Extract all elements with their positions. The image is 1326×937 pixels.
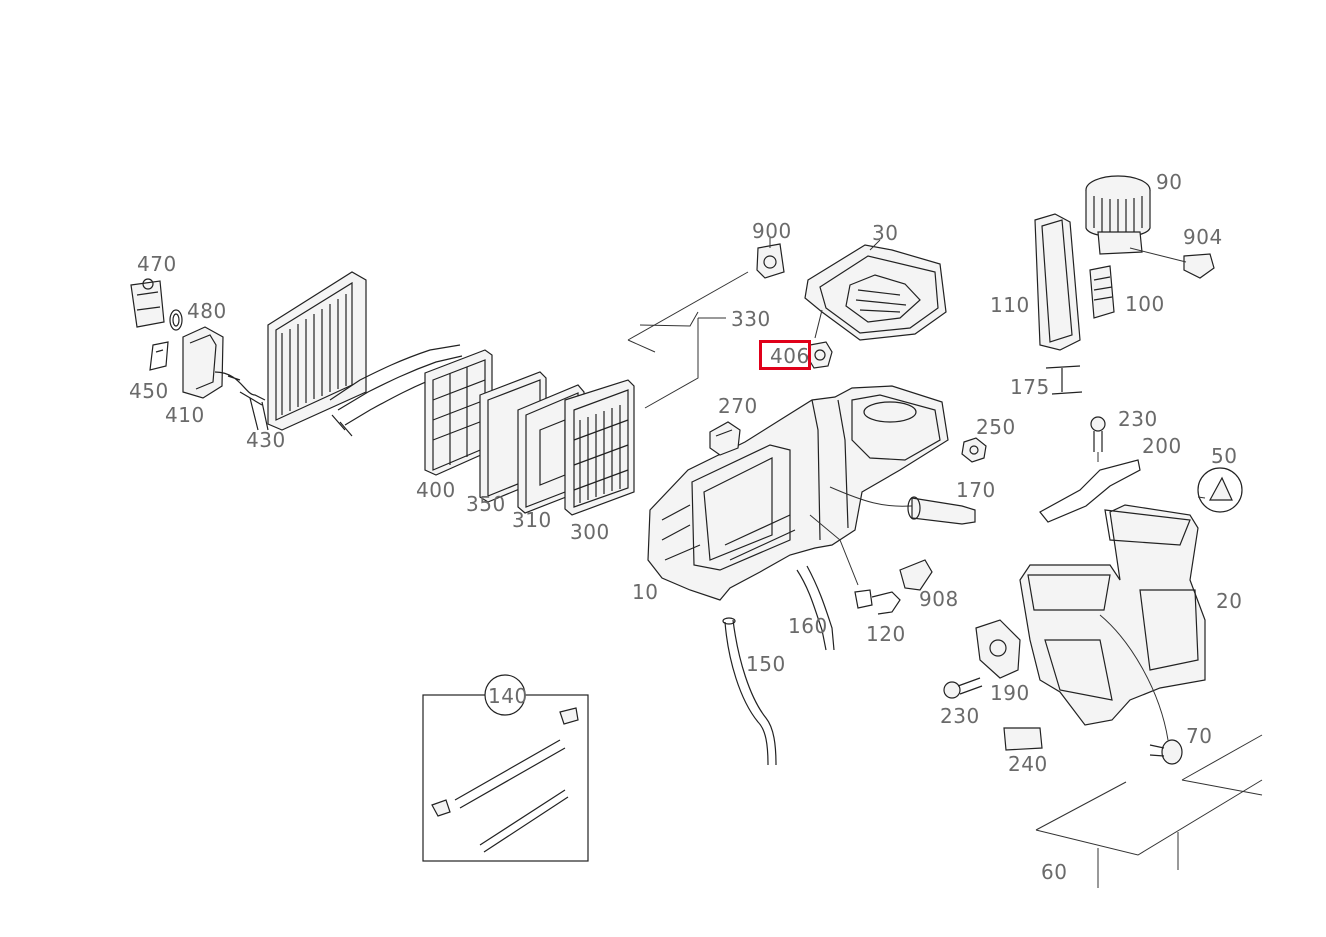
part-label-140[interactable]: 140 bbox=[488, 684, 528, 708]
part-label-450[interactable]: 450 bbox=[129, 379, 169, 403]
part-label-120[interactable]: 120 bbox=[866, 622, 906, 646]
seal-50 bbox=[1197, 467, 1243, 513]
housing-20 bbox=[1019, 504, 1206, 741]
part-label-300[interactable]: 300 bbox=[570, 520, 610, 544]
screw-230-top bbox=[1090, 416, 1106, 452]
filter-element-300 bbox=[564, 379, 635, 516]
harness-200 bbox=[1039, 459, 1141, 523]
insulation-410 bbox=[182, 326, 224, 399]
clip-70 bbox=[1149, 739, 1183, 765]
part-label-350[interactable]: 350 bbox=[466, 492, 506, 516]
part-label-406[interactable]: 406 bbox=[770, 344, 810, 368]
part-label-20[interactable]: 20 bbox=[1216, 589, 1243, 613]
part-label-150[interactable]: 150 bbox=[746, 652, 786, 676]
part-label-60[interactable]: 60 bbox=[1041, 860, 1068, 884]
bracket-175 bbox=[1045, 365, 1083, 395]
cover-240 bbox=[1003, 727, 1043, 751]
part-label-904[interactable]: 904 bbox=[1183, 225, 1223, 249]
drain-pipe-150 bbox=[722, 617, 777, 766]
part-label-110[interactable]: 110 bbox=[990, 293, 1030, 317]
plug-908 bbox=[899, 559, 933, 591]
actuator-190 bbox=[975, 619, 1021, 679]
part-label-100[interactable]: 100 bbox=[1125, 292, 1165, 316]
part-label-250[interactable]: 250 bbox=[976, 415, 1016, 439]
part-label-90[interactable]: 90 bbox=[1156, 170, 1183, 194]
housing-cover-30 bbox=[804, 244, 947, 341]
part-label-230-bottom[interactable]: 230 bbox=[940, 704, 980, 728]
filter-frame-110 bbox=[1034, 213, 1081, 351]
connector-904 bbox=[1183, 253, 1215, 279]
bracket-330 bbox=[627, 271, 749, 409]
part-label-480[interactable]: 480 bbox=[187, 299, 227, 323]
part-label-470[interactable]: 470 bbox=[137, 252, 177, 276]
part-label-170[interactable]: 170 bbox=[956, 478, 996, 502]
part-label-270[interactable]: 270 bbox=[718, 394, 758, 418]
part-label-230-top[interactable]: 230 bbox=[1118, 407, 1158, 431]
inset-box-140 bbox=[422, 674, 589, 862]
clamp-450 bbox=[149, 341, 169, 371]
selected-part-highlight bbox=[759, 340, 811, 370]
part-label-310[interactable]: 310 bbox=[512, 508, 552, 532]
part-label-160[interactable]: 160 bbox=[788, 614, 828, 638]
o-ring-480 bbox=[169, 309, 183, 331]
screw-230-bottom bbox=[943, 677, 983, 699]
connector-120 bbox=[854, 589, 901, 615]
part-label-410[interactable]: 410 bbox=[165, 403, 205, 427]
part-label-900[interactable]: 900 bbox=[752, 219, 792, 243]
seal-270 bbox=[709, 421, 741, 456]
part-label-50[interactable]: 50 bbox=[1211, 444, 1238, 468]
expansion-valve-470 bbox=[130, 278, 165, 328]
actuator-900 bbox=[756, 243, 785, 279]
drain-hose-160 bbox=[796, 565, 835, 651]
part-label-70[interactable]: 70 bbox=[1186, 724, 1213, 748]
part-label-10[interactable]: 10 bbox=[632, 580, 659, 604]
evaporator-core bbox=[267, 271, 367, 431]
part-label-190[interactable]: 190 bbox=[990, 681, 1030, 705]
main-housing-10 bbox=[647, 385, 949, 601]
part-label-330[interactable]: 330 bbox=[731, 307, 771, 331]
mat-60 bbox=[1035, 734, 1263, 888]
nut-250 bbox=[961, 437, 987, 463]
part-label-908[interactable]: 908 bbox=[919, 587, 959, 611]
part-label-430[interactable]: 430 bbox=[246, 428, 286, 452]
part-406 bbox=[807, 341, 833, 369]
duct-170 bbox=[907, 496, 976, 525]
part-label-175[interactable]: 175 bbox=[1010, 375, 1050, 399]
part-label-240[interactable]: 240 bbox=[1008, 752, 1048, 776]
part-label-30[interactable]: 30 bbox=[872, 221, 899, 245]
resistor-100 bbox=[1089, 265, 1115, 319]
part-label-400[interactable]: 400 bbox=[416, 478, 456, 502]
leader-lines bbox=[769, 238, 1206, 499]
blower-motor-90 bbox=[1085, 175, 1151, 255]
part-label-200[interactable]: 200 bbox=[1142, 434, 1182, 458]
evaporator-pipes-430 bbox=[214, 371, 269, 431]
